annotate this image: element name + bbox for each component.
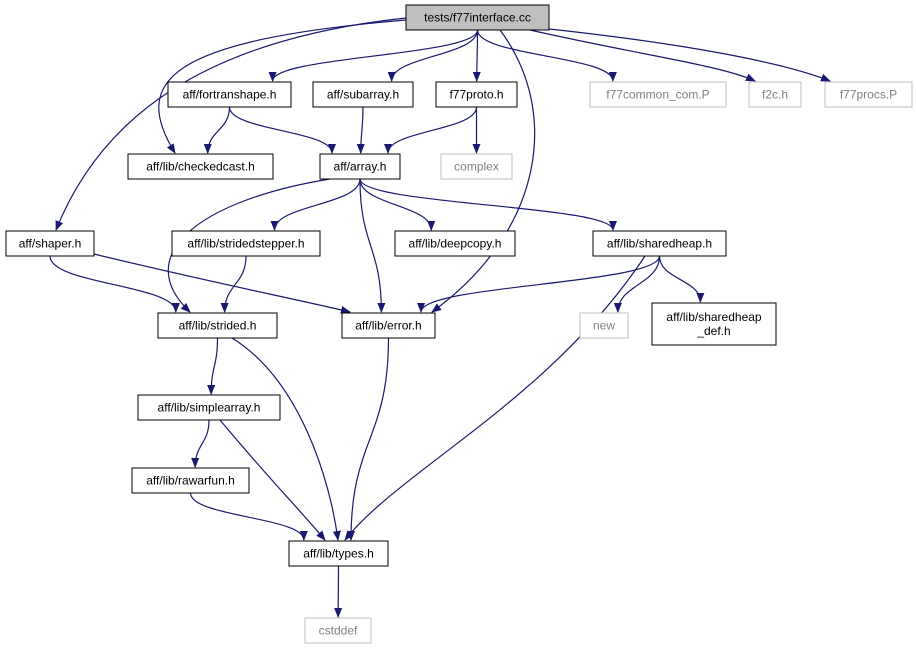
node-label: cstddef	[319, 624, 358, 638]
node-subarray[interactable]: aff/subarray.h	[312, 81, 414, 108]
node-label: complex	[454, 160, 499, 174]
node-label: f2c.h	[762, 88, 788, 102]
node-simplearray[interactable]: aff/lib/simplearray.h	[137, 394, 281, 421]
node-f77proto[interactable]: f77proto.h	[435, 81, 518, 108]
edge-subarray-to-array	[356, 106, 365, 154]
edge-strided-to-simplearray	[207, 337, 219, 395]
node-box	[137, 394, 281, 421]
edge-error-to-types	[347, 337, 390, 541]
node-box	[592, 230, 727, 257]
node-cstddef: cstddef	[304, 617, 372, 644]
node-box	[440, 153, 513, 180]
edge-array-to-stridedstepper	[270, 178, 361, 231]
node-box	[435, 81, 518, 108]
node-box	[405, 4, 550, 31]
edge-f77interface-to-checkedcast	[158, 19, 407, 154]
node-box	[288, 540, 389, 567]
node-f77procs: f77procs.P	[824, 81, 913, 108]
edge-f77interface-to-f77proto	[472, 29, 481, 82]
node-label: aff/lib/checkedcast.h	[146, 160, 255, 174]
node-box	[748, 81, 802, 108]
node-box	[131, 467, 250, 494]
edge-f77interface-to-subarray	[387, 29, 479, 82]
edge-sharedheap-to-error	[417, 255, 661, 313]
node-sharedheap[interactable]: aff/lib/sharedheap.h	[592, 230, 727, 257]
edge-f77interface-to-f2c	[529, 29, 756, 82]
nodes: tests/f77interface.cc aff/fortranshape.h a…	[5, 4, 913, 644]
node-checkedcast[interactable]: aff/lib/checkedcast.h	[127, 153, 274, 180]
node-label: aff/lib/stridedstepper.h	[187, 237, 304, 251]
node-label: f77common_com.P	[606, 88, 709, 102]
edge-array-to-deepcopy	[359, 178, 436, 231]
node-box	[157, 312, 278, 339]
node-label: aff/array.h	[334, 160, 387, 174]
node-label: aff/subarray.h	[327, 88, 399, 102]
edge-sharedheap-to-new	[613, 255, 661, 313]
node-types[interactable]: aff/lib/types.h	[288, 540, 389, 567]
node-label: aff/lib/types.h	[303, 547, 374, 561]
edge-simplearray-to-types	[219, 419, 326, 541]
node-f77interface[interactable]: tests/f77interface.cc	[405, 4, 550, 31]
node-label: aff/lib/rawarfun.h	[146, 474, 235, 488]
node-box	[589, 81, 727, 108]
node-box	[651, 302, 777, 346]
edge-shaper-to-strided	[49, 255, 180, 313]
node-box	[341, 312, 436, 339]
node-sharedheap_def[interactable]: aff/lib/sharedheap_def.h	[651, 302, 777, 346]
edge-f77interface-to-fortranshape	[268, 29, 479, 82]
node-box	[171, 230, 321, 257]
node-fortranshape[interactable]: aff/fortranshape.h	[167, 81, 292, 108]
node-label: aff/shaper.h	[19, 237, 82, 251]
node-label: aff/lib/sharedheap.h	[607, 237, 712, 251]
edge-sharedheap-to-sharedheap_def	[658, 255, 705, 303]
node-label: f77procs.P	[840, 88, 897, 102]
edge-f77interface-to-error	[431, 29, 536, 313]
node-box	[394, 230, 516, 257]
edge-array-to-error	[359, 178, 386, 313]
node-new: new	[579, 312, 629, 339]
node-f2c: f2c.h	[748, 81, 802, 108]
node-label: aff/fortranshape.h	[183, 88, 277, 102]
node-box	[304, 617, 372, 644]
node-label: _def.h	[696, 324, 730, 338]
node-label: f77proto.h	[449, 88, 503, 102]
edge-array-to-sharedheap	[359, 178, 617, 231]
edge-sharedheap-to-types	[344, 255, 646, 541]
edge-simplearray-to-rawarfun	[191, 419, 210, 468]
node-deepcopy[interactable]: aff/lib/deepcopy.h	[394, 230, 516, 257]
node-box	[127, 153, 274, 180]
node-box	[319, 153, 401, 180]
edge-f77interface-to-shaper	[55, 17, 407, 231]
node-array[interactable]: aff/array.h	[319, 153, 401, 180]
node-error[interactable]: aff/lib/error.h	[341, 312, 436, 339]
node-shaper[interactable]: aff/shaper.h	[5, 230, 95, 257]
edge-stridedstepper-to-strided	[220, 255, 247, 313]
node-box	[312, 81, 414, 108]
edge-fortranshape-to-checkedcast	[203, 106, 231, 154]
node-strided[interactable]: aff/lib/strided.h	[157, 312, 278, 339]
node-box	[579, 312, 629, 339]
node-box	[167, 81, 292, 108]
node-label: tests/f77interface.cc	[424, 11, 531, 25]
edge-strided-to-types	[231, 337, 341, 541]
edge-rawarfun-to-types	[189, 492, 308, 541]
node-rawarfun[interactable]: aff/lib/rawarfun.h	[131, 467, 250, 494]
edge-f77interface-to-f77common	[476, 29, 617, 82]
node-f77common: f77common_com.P	[589, 81, 727, 108]
node-label: new	[593, 319, 615, 333]
node-stridedstepper[interactable]: aff/lib/stridedstepper.h	[171, 230, 321, 257]
node-label: aff/lib/sharedheap	[666, 310, 762, 324]
edge-f77interface-to-f77procs	[539, 27, 831, 82]
node-box	[5, 230, 95, 257]
edge-f77proto-to-array	[384, 106, 478, 154]
node-label: aff/lib/simplearray.h	[158, 401, 261, 415]
edge-shaper-to-error	[93, 253, 351, 314]
node-label: aff/lib/error.h	[355, 319, 421, 333]
node-label: aff/lib/strided.h	[179, 319, 257, 333]
node-complex: complex	[440, 153, 513, 180]
node-label: aff/lib/deepcopy.h	[409, 237, 502, 251]
edge-fortranshape-to-array	[228, 106, 336, 154]
node-box	[824, 81, 913, 108]
